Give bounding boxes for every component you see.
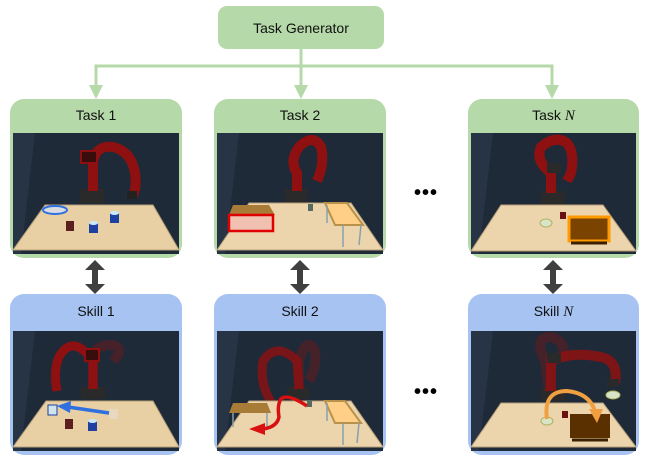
skill-card-n-title: Skill N: [533, 303, 574, 320]
dark-can: [66, 221, 74, 231]
bowl: [539, 218, 553, 228]
task-index: 1: [108, 107, 117, 123]
task-index: N: [564, 108, 575, 124]
task-card-2-title: Task 2: [279, 107, 321, 123]
blue-plate: [42, 205, 68, 215]
task-card-1: Task 1: [10, 99, 182, 258]
skill-ellipsis: •••: [414, 381, 439, 403]
skill-index: 1: [106, 303, 115, 319]
task-card-2: Task 2: [214, 99, 386, 258]
robot-base: [541, 191, 565, 205]
task-generator-label: Task Generator: [253, 19, 349, 36]
skill-n-scene-image: [471, 331, 636, 451]
trajectory-arrowhead: [589, 409, 603, 423]
dark-can: [65, 419, 73, 429]
blue-can: [88, 421, 97, 431]
robot-arm-ghost: [535, 331, 569, 392]
blue-can: [110, 213, 119, 223]
robot-arm-ghost: [294, 340, 321, 389]
red-cup: [562, 411, 568, 418]
skill-card-2: Skill 2: [214, 294, 386, 455]
arrowhead-task-1: [89, 85, 103, 99]
skill-2-scene-image: [217, 331, 383, 451]
red-cup: [560, 212, 566, 219]
small-object: [308, 204, 313, 211]
task-ellipsis: •••: [414, 182, 439, 204]
left-bin: [229, 403, 271, 413]
task-card-n: Task N: [468, 99, 639, 258]
bin-top: [229, 205, 275, 215]
trajectory-arrowhead: [249, 423, 265, 435]
skill-card-2-title: Skill 2: [281, 303, 319, 319]
arrowhead-task-2: [294, 85, 308, 99]
skill-card-1-title: Skill 1: [77, 303, 115, 319]
small-object: [307, 400, 312, 407]
task-1-scene-image: [13, 133, 179, 254]
arrowhead-task-n: [545, 85, 559, 99]
double-arrow-1: [85, 260, 105, 294]
skill-index: 2: [310, 303, 319, 319]
robot-base: [285, 189, 307, 203]
task-index: 2: [312, 107, 321, 123]
connector-bar: [94, 64, 554, 88]
skill-card-n: Skill N: [468, 294, 639, 455]
tray: [570, 414, 610, 438]
orange-highlighted-tray: [567, 215, 611, 243]
skill-2-trajectory: [262, 395, 308, 431]
robot-base: [80, 189, 104, 203]
right-table: [323, 202, 365, 226]
blue-can: [89, 223, 98, 233]
red-highlighted-box: [227, 213, 275, 233]
task-card-n-title: Task N: [532, 107, 575, 124]
task-skill-links: [85, 260, 563, 294]
skill-1-trajectory: [67, 405, 110, 415]
generator-connectors: [89, 49, 559, 99]
task-generator-box: Task Generator: [218, 6, 384, 49]
task-card-1-title: Task 1: [75, 107, 117, 123]
task-n-scene-image: [471, 133, 636, 254]
right-table: [323, 400, 363, 424]
robot-arm: [288, 135, 328, 191]
double-arrow-2: [290, 260, 310, 294]
task-2-scene-image: [217, 133, 383, 254]
trajectory-arrowhead: [57, 401, 71, 413]
double-arrow-n: [543, 260, 563, 294]
held-can: [47, 404, 58, 416]
skill-index: N: [563, 304, 574, 320]
robot-arm: [257, 346, 304, 408]
skill-card-1: Skill 1: [10, 294, 182, 455]
skill-1-scene-image: [13, 331, 179, 451]
robot-arm: [534, 134, 578, 193]
skill-n-trajectory: [544, 388, 597, 420]
